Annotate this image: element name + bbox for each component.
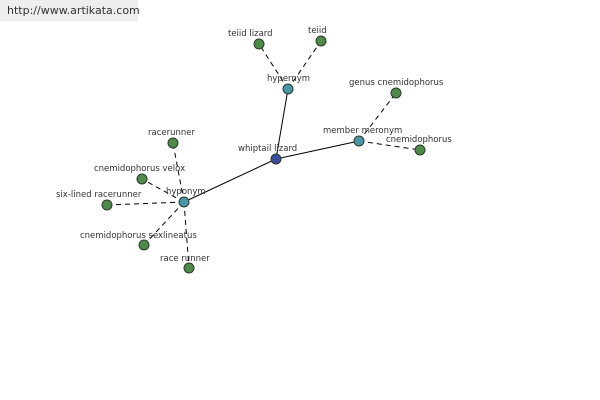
edge-hyponym-six-lined-racerunner — [106, 201, 185, 206]
node-label-cnemidophorus[interactable]: cnemidophorus — [386, 135, 452, 145]
node-cnemidophorus[interactable]: cnemidophorus — [386, 135, 452, 156]
edge-whiptail-hyponym — [183, 158, 277, 203]
edge-whiptail-hypernym — [275, 88, 289, 160]
node-dot-cnemidophorus-sexlineatus[interactable] — [138, 239, 150, 251]
node-hyponym[interactable]: hyponym — [166, 187, 206, 208]
node-dot-racerunner[interactable] — [167, 137, 179, 149]
node-label-whiptail[interactable]: whiptail lizard — [238, 144, 297, 154]
edge-member-meronym-cnemidophorus — [358, 140, 421, 151]
node-genus-cnemidophorus[interactable]: genus cnemidophorus — [349, 78, 444, 99]
edge-hyponym-race-runner — [183, 201, 190, 269]
node-cnemidophorus-velox[interactable]: cnemidophorus velox — [94, 164, 185, 185]
node-dot-hypernym[interactable] — [282, 83, 294, 95]
node-dot-genus-cnemidophorus[interactable] — [390, 87, 402, 99]
edge-member-meronym-genus-cnemidophorus — [358, 92, 397, 142]
edge-hyponym-racerunner — [172, 142, 185, 203]
node-race-runner[interactable]: race runner — [160, 254, 210, 274]
node-racerunner[interactable]: racerunner — [148, 128, 195, 149]
watermark-url: http://www.artikata.com — [0, 0, 140, 21]
node-hypernym[interactable]: hypernym — [267, 74, 310, 95]
node-six-lined-racerunner[interactable]: six-lined racerunner — [56, 190, 142, 211]
edge-whiptail-member-meronym — [275, 140, 360, 160]
node-dot-race-runner[interactable] — [183, 262, 195, 274]
nodes-layer: whiptail lizard hypernym teiid lizard teiid… — [56, 26, 452, 274]
node-label-race-runner[interactable]: race runner — [160, 254, 210, 264]
node-dot-member-meronym[interactable] — [353, 135, 365, 147]
node-dot-hyponym[interactable] — [178, 196, 190, 208]
node-dot-cnemidophorus-velox[interactable] — [136, 173, 148, 185]
node-label-member-meronym[interactable]: member meronym — [323, 126, 402, 136]
node-teiid-lizard[interactable]: teiid lizard — [228, 29, 273, 50]
node-whiptail[interactable]: whiptail lizard — [238, 144, 297, 165]
node-cnemidophorus-sexlineatus[interactable]: cnemidophorus sexlineatus — [80, 231, 197, 251]
edge-hyponym-cnemidophorus-sexlineatus — [143, 201, 185, 246]
node-dot-six-lined-racerunner[interactable] — [101, 199, 113, 211]
node-dot-teiid[interactable] — [315, 35, 327, 47]
node-label-hyponym[interactable]: hyponym — [166, 187, 206, 197]
edge-hyponym-cnemidophorus-velox — [141, 178, 185, 203]
node-label-hypernym[interactable]: hypernym — [267, 74, 310, 84]
edge-hypernym-teiid — [287, 40, 322, 90]
node-label-teiid-lizard[interactable]: teiid lizard — [228, 29, 273, 39]
node-label-genus-cnemidophorus[interactable]: genus cnemidophorus — [349, 78, 444, 88]
node-label-teiid[interactable]: teiid — [308, 26, 327, 36]
edges-layer — [106, 40, 421, 269]
node-member-meronym[interactable]: member meronym — [323, 126, 402, 147]
node-dot-cnemidophorus[interactable] — [414, 144, 426, 156]
node-label-racerunner[interactable]: racerunner — [148, 128, 195, 138]
node-dot-teiid-lizard[interactable] — [253, 38, 265, 50]
node-dot-whiptail[interactable] — [270, 153, 282, 165]
node-label-cnemidophorus-sexlineatus[interactable]: cnemidophorus sexlineatus — [80, 231, 197, 241]
node-teiid[interactable]: teiid — [308, 26, 327, 47]
node-label-six-lined-racerunner[interactable]: six-lined racerunner — [56, 190, 142, 200]
node-label-cnemidophorus-velox[interactable]: cnemidophorus velox — [94, 164, 185, 174]
